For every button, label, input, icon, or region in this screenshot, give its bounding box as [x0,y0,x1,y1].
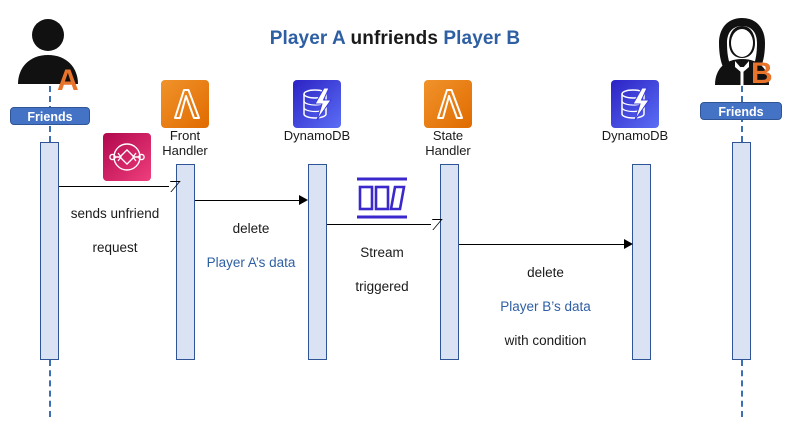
activation-bar-dynamodb-1 [308,164,327,360]
arrow-label-line-2: request [92,240,138,255]
avatar-player-a: A [15,18,85,96]
activation-bar-dynamodb-2 [632,164,651,360]
title-player-a: Player A [269,28,346,49]
user-male-icon [18,19,78,84]
lifeline-dash-player-a-bottom [49,360,51,417]
service-label-state-handler: State Handler [425,128,471,158]
aws-dynamodb-icon-2 [611,80,659,128]
lifeline-dash-player-b-bottom [741,360,743,417]
aws-api-gateway-icon [103,133,151,181]
arrow-label-line-1: delete [527,265,564,280]
status-badge-friends-player-b: Friends [700,102,782,120]
avatar-player-b: B [705,15,779,89]
aws-dynamodb-streams-icon [354,175,410,221]
service-label-front-handler: Front Handler [162,128,208,158]
arrow-head-delete-player-a-data [299,195,308,205]
arrow-label-line-2: Player A’s data [206,255,296,270]
activation-bar-front-handler [176,164,195,360]
arrow-line-stream-triggered [327,224,431,225]
page-title: Player A unfriends Player B [0,28,790,50]
activation-bar-state-handler [440,164,459,360]
arrow-label-line-1: sends unfriend [70,206,160,221]
arrow-line-sends-unfriend-request [59,186,169,187]
activation-bar-player-b [732,142,751,360]
arrow-label-line-2: triggered [355,279,409,294]
service-label-dynamodb-1: DynamoDB [283,128,351,143]
aws-lambda-icon-state-handler [424,80,472,128]
arrow-label-sends-unfriend-request: sends unfriend request [50,188,180,256]
arrow-label-line-2: Player B’s data [500,299,591,314]
aws-dynamodb-icon-1 [293,80,341,128]
status-badge-friends-player-a: Friends [10,107,90,125]
arrow-label-line-1: delete [232,221,270,236]
user-female-icon [715,18,769,85]
title-verb: unfriends [345,28,444,49]
arrow-label-stream-triggered: Stream triggered [322,227,442,295]
arrow-label-line-3: with condition [504,333,587,348]
avatar-letter-b: B [751,57,773,90]
arrow-line-delete-player-b-data [459,244,625,245]
arrow-label-delete-player-a-data: delete Player A’s data [187,203,315,271]
service-label-dynamodb-2: DynamoDB [601,128,669,143]
arrow-label-line-1: Stream [360,245,404,260]
avatar-letter-a: A [57,64,79,97]
activation-bar-player-a [40,142,59,360]
arrow-head-delete-player-b-data [624,239,633,249]
arrow-line-delete-player-a-data [195,200,300,201]
aws-lambda-icon-front-handler [161,80,209,128]
title-player-b: Player B [443,28,521,49]
arrow-label-delete-player-b-data: delete Player B’s data with condition [478,247,613,349]
